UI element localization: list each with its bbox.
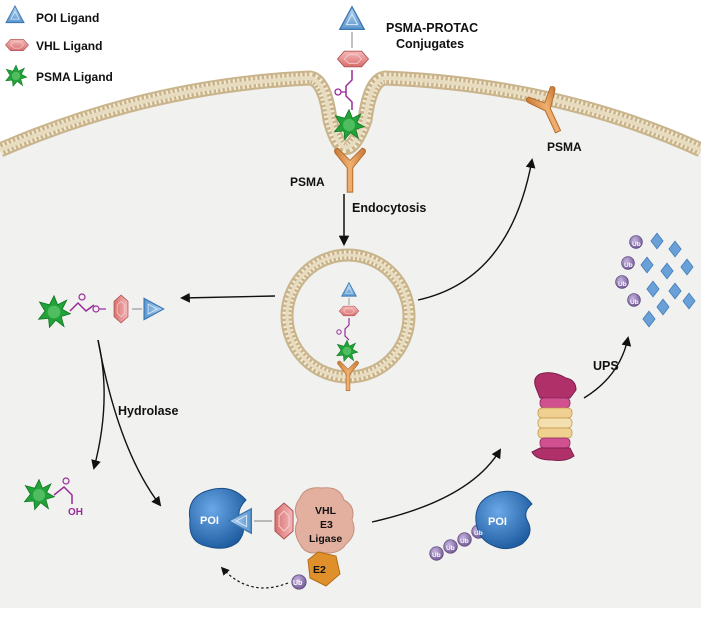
label-endocytosis: Endocytosis [352, 201, 426, 215]
vhl-ligand-icon [336, 50, 370, 68]
endosome [280, 248, 416, 392]
ubiquitination-arrow [220, 566, 289, 589]
label-hydrolase: Hydrolase [118, 404, 178, 418]
release-arrow [180, 292, 276, 303]
label-oh: OH [68, 507, 83, 518]
vhl-e3-ligase [294, 487, 355, 554]
psma-protac-conjugate [334, 6, 370, 140]
label-ub-e2: Ub [293, 580, 302, 587]
label-ub-7: Ub [460, 538, 469, 545]
label-ups: UPS [593, 359, 619, 373]
label-poi-free: POI [488, 516, 507, 528]
vhl-ligand-icon [338, 305, 360, 317]
e2-enzyme [307, 551, 341, 587]
degradation-arrow [371, 448, 502, 523]
legend-vhl-ligand: VHL Ligand [36, 39, 102, 53]
vhl-ligand-legend-icon [5, 38, 29, 52]
vhl-ligand-icon [113, 294, 129, 324]
label-ub-5: Ub [432, 552, 441, 559]
ternary-complex: POI VHL E3 Ligase E2 Ub [188, 487, 355, 590]
label-psma-recycled: PSMA [547, 140, 582, 154]
label-e2: E2 [313, 564, 326, 576]
label-vhl-line1: VHL [315, 505, 337, 517]
label-vhl-line2: E3 [320, 519, 333, 531]
hydrolase-arrow-to-complex [97, 339, 162, 507]
label-ub-2: Ub [624, 262, 633, 269]
label-ub-6: Ub [446, 545, 455, 552]
poi-protein-free [475, 490, 533, 550]
label-vhl-line3: Ligase [309, 533, 342, 545]
ups-arrow [583, 336, 632, 399]
legend-poi-ligand: POI Ligand [36, 11, 99, 25]
conjugate-title-line1: PSMA-PROTAC [386, 21, 478, 35]
vhl-ligand-icon [274, 502, 294, 540]
cleaved-psma-ligand [24, 477, 73, 510]
recycling-arrow [417, 158, 536, 301]
label-poi-complex: POI [200, 515, 219, 527]
proteasome [531, 372, 577, 461]
legend: POI Ligand VHL Ligand PSMA Ligand [5, 5, 113, 87]
label-psma-membrane: PSMA [290, 175, 325, 189]
released-conjugate [38, 293, 165, 328]
label-ub-1: Ub [632, 241, 641, 248]
label-ub-8: Ub [474, 530, 483, 537]
conjugate-title-line2: Conjugates [396, 37, 464, 51]
polyubiquitinated-poi: POI [429, 490, 533, 561]
cell-membrane [0, 70, 701, 157]
label-ub-3: Ub [618, 281, 627, 288]
legend-psma-ligand: PSMA Ligand [36, 70, 113, 84]
label-ub-4: Ub [630, 299, 639, 306]
